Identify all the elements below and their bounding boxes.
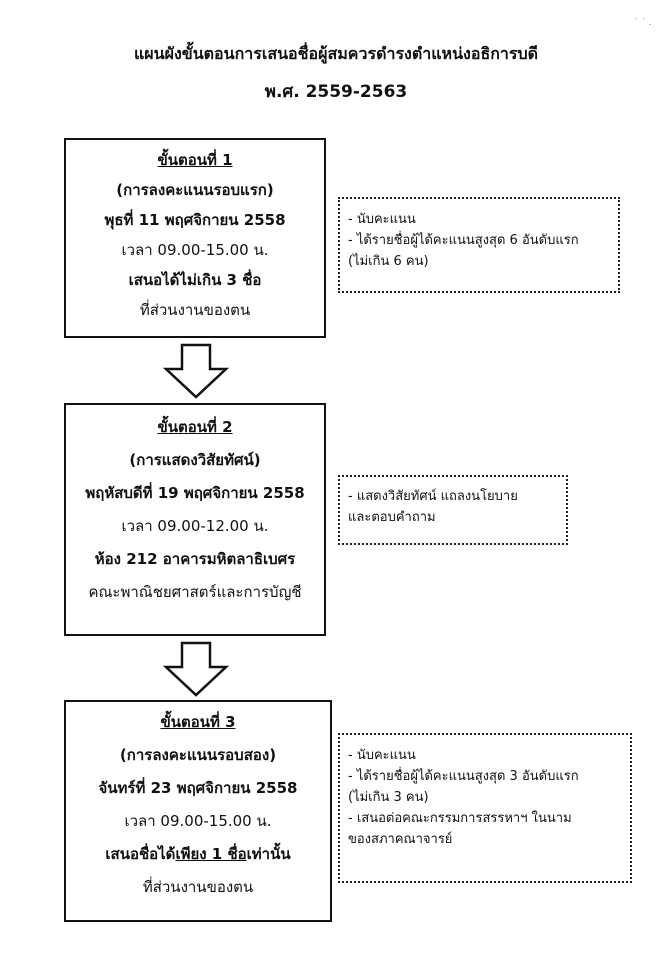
step-3-box: ขั้นตอนที่ 3 (การลงคะแนนรอบสอง) จันทร์ที…	[64, 700, 332, 922]
down-arrow-icon	[162, 641, 230, 697]
step-1-heading: ขั้นตอนที่ 1	[157, 151, 233, 169]
step-3-detail-1-part-b: เพียง 1 ชื่อ	[175, 845, 247, 863]
step-3-date: จันทร์ที่ 23 พฤศจิกายน 2558	[98, 779, 298, 797]
note-1-line-2: - ได้รายชื่อผู้ได้คะแนนสูงสุด 6 อันดับแร…	[348, 233, 579, 248]
note-3-line-1: - นับคะแนน	[348, 748, 416, 763]
note-3-line-5: ของสภาคณาจารย์	[348, 832, 453, 847]
step-2-note: - แสดงวิสัยทัศน์ แถลงนโยบาย และตอบคำถาม	[338, 475, 568, 545]
step-3-note: - นับคะแนน - ได้รายชื่อผู้ได้คะแนนสูงสุด…	[338, 733, 632, 883]
step-3-heading: ขั้นตอนที่ 3	[160, 713, 236, 731]
step-3-detail-1-part-a: เสนอชื่อได้	[105, 845, 176, 863]
step-2-date: พฤหัสบดีที่ 19 พฤศจิกายน 2558	[85, 484, 305, 502]
step-2-detail-2: คณะพาณิชยศาสตร์และการบัญชี	[88, 583, 302, 601]
step-2-subtitle: (การแสดงวิสัยทัศน์)	[129, 451, 261, 469]
step-1-date: พุธที่ 11 พฤศจิกายน 2558	[104, 211, 286, 229]
step-2-time: เวลา 09.00-12.00 น.	[121, 517, 269, 535]
note-1-line-3: (ไม่เกิน 6 คน)	[348, 254, 429, 269]
scan-speck: ˙ ˙ .	[634, 18, 652, 28]
step-3-subtitle: (การลงคะแนนรอบสอง)	[119, 746, 277, 764]
step-1-subtitle: (การลงคะแนนรอบแรก)	[116, 181, 274, 199]
step-1-box: ขั้นตอนที่ 1 (การลงคะแนนรอบแรก) พุธที่ 1…	[64, 138, 326, 338]
step-1-detail-1: เสนอได้ไม่เกิน 3 ชื่อ	[128, 271, 262, 289]
step-1-note: - นับคะแนน - ได้รายชื่อผู้ได้คะแนนสูงสุด…	[338, 197, 620, 293]
page-subtitle: พ.ศ. 2559-2563	[264, 82, 408, 102]
step-3-detail-1-part-c: เท่านั้น	[246, 845, 291, 863]
step-3-detail-2: ที่ส่วนงานของตน	[142, 878, 254, 896]
note-1-line-1: - นับคะแนน	[348, 212, 416, 227]
step-2-detail-1: ห้อง 212 อาคารมหิตลาธิเบศร	[94, 550, 296, 568]
note-2-line-1: - แสดงวิสัยทัศน์ แถลงนโยบาย	[348, 489, 518, 504]
step-1-detail-2: ที่ส่วนงานของตน	[139, 301, 251, 319]
step-2-box: ขั้นตอนที่ 2 (การแสดงวิสัยทัศน์) พฤหัสบด…	[64, 403, 326, 636]
step-3-detail-1: เสนอชื่อได้เพียง 1 ชื่อเท่านั้น	[105, 844, 290, 864]
down-arrow-icon	[162, 343, 230, 399]
note-2-line-2: และตอบคำถาม	[348, 510, 436, 525]
page-title: แผนผังขั้นตอนการเสนอชื่อผู้สมควรดำรงตำแห…	[133, 44, 539, 63]
step-3-time: เวลา 09.00-15.00 น.	[124, 812, 272, 830]
note-3-line-3: (ไม่เกิน 3 คน)	[348, 790, 429, 805]
note-3-line-4: - เสนอต่อคณะกรรมการสรรหาฯ ในนาม	[348, 811, 572, 826]
note-3-line-2: - ได้รายชื่อผู้ได้คะแนนสูงสุด 3 อันดับแร…	[348, 769, 579, 784]
step-1-time: เวลา 09.00-15.00 น.	[121, 241, 269, 259]
step-2-heading: ขั้นตอนที่ 2	[157, 418, 233, 436]
